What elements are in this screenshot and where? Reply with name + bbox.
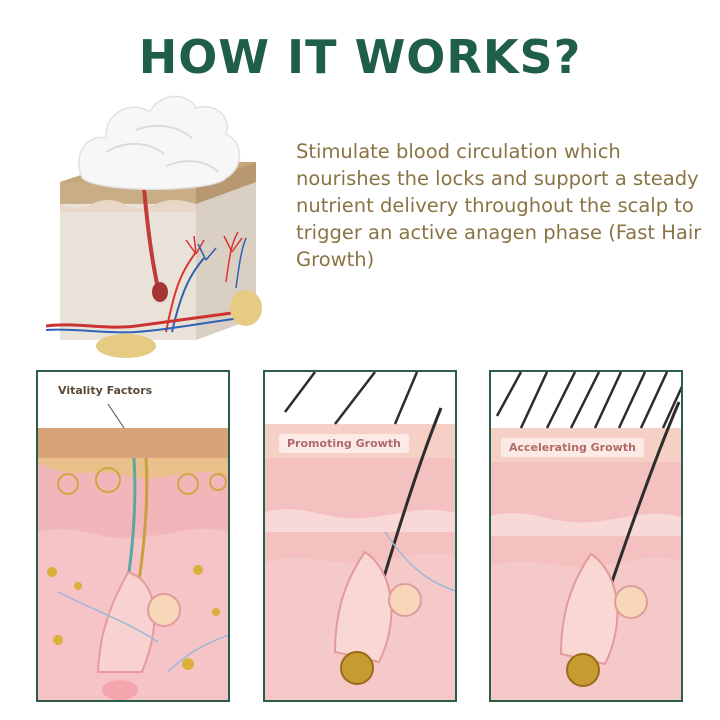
- promoting-growth-illustration: [265, 372, 455, 700]
- vitality-factors-panel: Vitality Factors: [36, 370, 230, 702]
- vitality-factors-illustration: [38, 372, 228, 700]
- panel-label-vitality-factors: Vitality Factors: [58, 384, 153, 397]
- panel-label-accelerating-growth: Accelerating Growth: [501, 438, 644, 457]
- promoting-growth-panel: Promoting Growth: [263, 370, 457, 702]
- skin-cross-section-illustration: [46, 95, 262, 358]
- how-it-works-description: Stimulate blood circulation which nouris…: [296, 140, 702, 271]
- accelerating-growth-illustration: [491, 372, 681, 700]
- panel-label-promoting-growth: Promoting Growth: [279, 434, 409, 453]
- page-title: HOW IT WORKS?: [138, 30, 582, 84]
- accelerating-growth-panel: Accelerating Growth: [489, 370, 683, 702]
